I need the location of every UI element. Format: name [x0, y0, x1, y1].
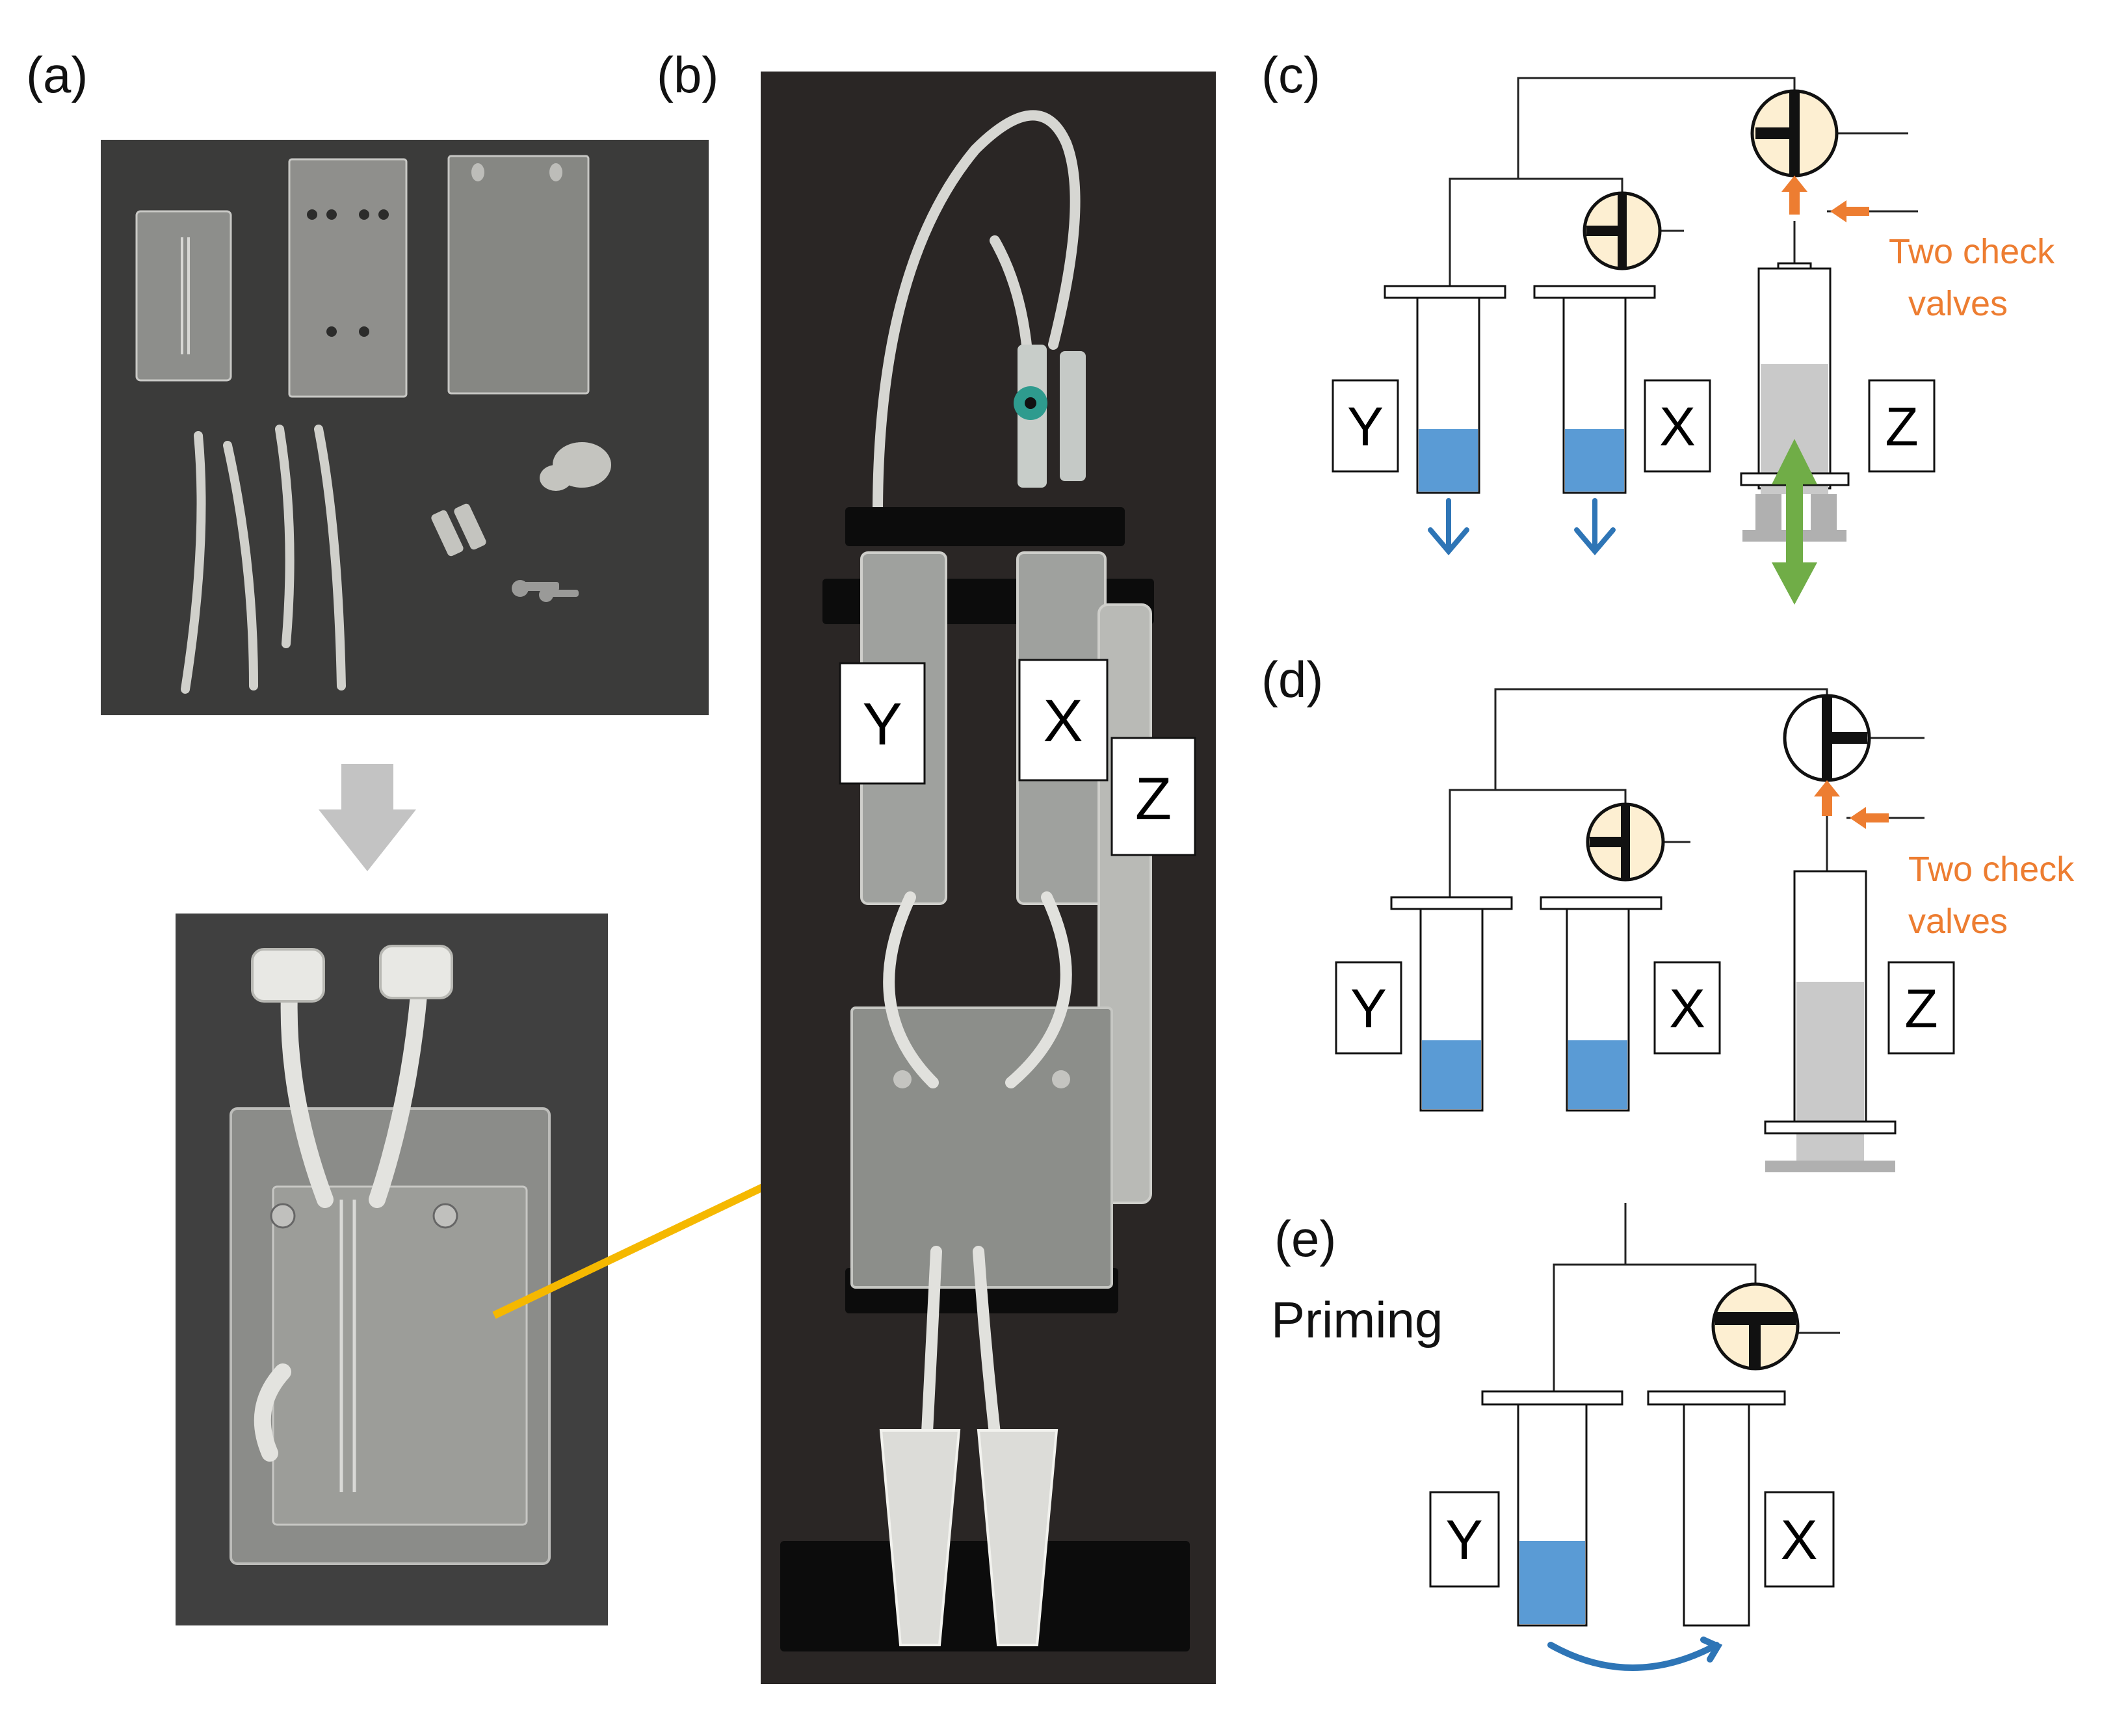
label-d-z: Z [1904, 978, 1938, 1039]
syringe-d-y [1390, 896, 1513, 1112]
stopcock-valve-d-top [1783, 694, 1871, 782]
check-valves-d-line1: Two check [1908, 850, 2075, 889]
panel-label-b: (b) [657, 46, 719, 103]
check-valves-c-line2: valves [1908, 284, 2008, 323]
diagram-d: Two check valves Y X Z [1335, 688, 2075, 1172]
luer-ports [251, 945, 453, 1003]
label-c-x: X [1659, 396, 1696, 457]
photo-assembled-chip [176, 914, 608, 1625]
check-valve-arrows-c [1781, 176, 1869, 222]
down-arrow [319, 764, 416, 871]
diagram-c: Two check valves Y X Z [1332, 77, 2055, 605]
holder-plate-right [447, 155, 590, 395]
silicone-tubes [181, 425, 346, 694]
label-box-z [1110, 737, 1196, 856]
inlet-tubes [254, 980, 428, 1462]
stopcock-valve-c-top [1750, 89, 1839, 178]
stopcock-valve-e [1711, 1282, 1800, 1371]
check-valves-c-line1: Two check [1889, 232, 2055, 271]
label-d-x: X [1669, 978, 1705, 1039]
syringe-d-z [1764, 870, 1897, 1172]
syringe-c-y [1384, 285, 1506, 494]
label-e-y: Y [1445, 1509, 1482, 1572]
flow-arrow-c-y [1428, 498, 1469, 556]
flow-arrow-c-x [1574, 498, 1616, 556]
collection-tubes [879, 1429, 1058, 1646]
check-valve-arrows-d [1814, 780, 1889, 829]
label-e-x: X [1780, 1509, 1817, 1572]
stopcock-valve [1014, 345, 1086, 488]
syringe-d-x [1540, 896, 1662, 1112]
syringe-e-x [1647, 1390, 1786, 1627]
panel-label-e: (e) [1274, 1210, 1337, 1267]
syringe-c-x [1533, 285, 1656, 494]
check-valves-d-line2: valves [1908, 902, 2008, 941]
photo-setup [761, 72, 1216, 1684]
label-d-y: Y [1350, 978, 1387, 1039]
tubing-lines-e [1553, 1203, 1840, 1391]
transfer-arrow-e [1547, 1637, 1723, 1671]
label-z: Z [1135, 766, 1172, 832]
priming-label: Priming [1271, 1291, 1443, 1348]
diagram-e: Y X [1429, 1203, 1840, 1671]
panel-label-a: (a) [26, 46, 88, 103]
assembled-screws [270, 1203, 458, 1229]
mounted-chip [850, 1006, 1113, 1289]
tubing-lines-c [1449, 77, 1918, 286]
assembled-chip-plate [230, 1107, 551, 1565]
screws [512, 580, 579, 602]
pump-arrow-c [1772, 439, 1817, 605]
label-c-y: Y [1347, 396, 1384, 457]
microfluidic-chip [135, 210, 232, 382]
syringe-e-y [1481, 1390, 1623, 1627]
label-c-z: Z [1885, 396, 1918, 457]
luer-connectors [431, 442, 611, 557]
stopcock-valve-d-x [1586, 802, 1665, 882]
label-box-y [839, 662, 926, 785]
label-y: Y [862, 691, 902, 757]
panel-label-d: (d) [1261, 651, 1324, 708]
stopcock-valve-c-x [1583, 191, 1662, 270]
photo-parts-kit [101, 140, 709, 715]
label-box-x [1018, 659, 1109, 782]
holder-plate-middle [288, 158, 408, 398]
setup-labels: Y X Z [839, 659, 1196, 856]
label-x: X [1043, 688, 1083, 754]
panel-label-c: (c) [1261, 46, 1320, 103]
overhead-tubing [873, 110, 1081, 519]
